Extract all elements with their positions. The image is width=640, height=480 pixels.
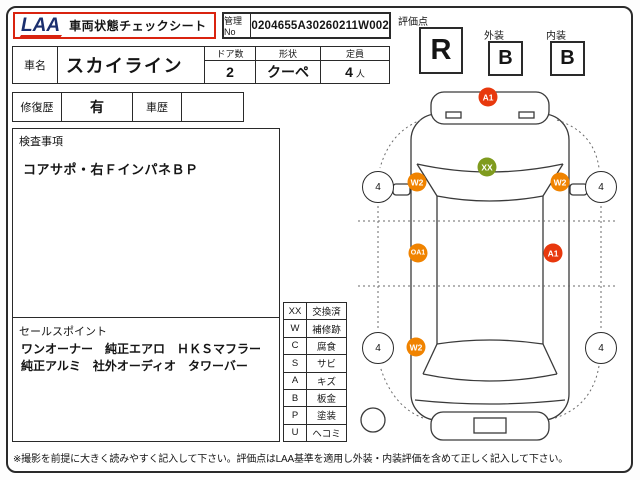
damage-marker-w2: W2 <box>406 337 426 357</box>
legend-code: B <box>284 389 307 407</box>
spare-circle <box>360 407 386 433</box>
wheel-circle: 4 <box>362 332 394 364</box>
legend-row: U ヘコミ <box>284 423 346 441</box>
wheel-circle: 4 <box>362 171 394 203</box>
legend-label: 塗装 <box>316 411 336 423</box>
history-value <box>182 93 243 121</box>
shape-label: 形状 <box>256 47 320 61</box>
windshield-top-line <box>436 195 544 202</box>
legend-label: 腐食 <box>316 341 336 353</box>
doors-cell: ドア数 2 <box>205 47 256 83</box>
damage-marker-a1: A1 <box>543 243 563 263</box>
legend-row: S サビ <box>284 354 346 372</box>
damage-marker-w2: W2 <box>407 172 427 192</box>
legend-row: A キズ <box>284 371 346 389</box>
shape-cell: 形状 クーペ <box>256 47 321 83</box>
score-label: 評価点 <box>398 17 428 28</box>
legend-code: W <box>284 320 307 337</box>
sales-points-text: ワンオーナー 純正エアロ ＨＫＳマフラー 純正アルミ 社外オーディオ タワーバー <box>21 342 274 374</box>
capacity-number: 4 <box>345 64 353 80</box>
legend-code: A <box>284 372 307 389</box>
legend-row: P 塗装 <box>284 406 346 424</box>
capacity-unit: 人 <box>355 69 365 79</box>
legend-row: XX 交換済 <box>284 303 346 320</box>
interior-grade: B <box>550 41 585 76</box>
legend-label: 補修跡 <box>312 324 341 336</box>
section-dashed-lines <box>358 119 618 419</box>
repair-value: 有 <box>62 93 133 121</box>
sales-points-label: セールスポイント <box>19 326 107 338</box>
manage-no-box: 管理No 0204655A30260211W002 <box>222 12 391 39</box>
legend-label: サビ <box>316 359 336 371</box>
legend-code: P <box>284 407 307 424</box>
legend-label: 板金 <box>316 394 336 406</box>
laa-logo: LAA <box>21 15 61 36</box>
manage-no-value: 0204655A30260211W002 <box>251 19 389 32</box>
doors-value: 2 <box>226 64 234 80</box>
legend-code: S <box>284 355 307 372</box>
legend-label: ヘコミ <box>312 428 341 440</box>
legend-code: U <box>284 424 307 441</box>
shape-value: クーペ <box>267 64 309 80</box>
score-value: R <box>419 27 463 74</box>
legend-row: W 補修跡 <box>284 319 346 337</box>
damage-marker-xx: XX <box>477 157 497 177</box>
legend-label: キズ <box>316 376 336 388</box>
footer-note: ※撮影を前提に大きく読みやすく記入して下さい。評価点はLAA基準を適用し外装・内… <box>13 454 569 465</box>
damage-marker-oa1: OA1 <box>408 243 428 263</box>
vehicle-name: スカイライン <box>58 47 205 83</box>
notes-box: 検査事項 コアサポ・右ＦインパネＢＰ セールスポイント ワンオーナー 純正エアロ… <box>12 128 280 442</box>
front-right-light <box>518 111 535 119</box>
legend-label: 交換済 <box>312 307 341 319</box>
capacity-cell: 定員 4 人 <box>321 47 389 83</box>
rear-window-top-line <box>436 339 544 345</box>
capacity-label: 定員 <box>321 47 389 61</box>
front-left-light <box>445 111 462 119</box>
capacity-value: 4 人 <box>321 61 389 83</box>
legend-code: XX <box>284 303 307 320</box>
legend-code: C <box>284 337 307 355</box>
repair-row: 修復歴 有 車歴 <box>12 92 244 122</box>
inspection-text: コアサポ・右ＦインパネＢＰ <box>23 162 199 177</box>
repair-label: 修復歴 <box>13 93 62 121</box>
wheel-circle: 4 <box>585 171 617 203</box>
sheet-title: 車両状態チェックシート <box>69 19 207 33</box>
vehicle-name-label: 車名 <box>13 47 58 83</box>
notes-divider <box>13 317 279 318</box>
trunk-line <box>414 399 566 405</box>
exterior-grade: B <box>488 41 523 76</box>
legend-row: B 板金 <box>284 388 346 407</box>
damage-marker-w2: W2 <box>550 172 570 192</box>
inspection-label: 検査事項 <box>19 136 63 148</box>
exterior-label: 外装 <box>484 31 504 42</box>
legend-row: C 腐食 <box>284 336 346 355</box>
legend-table: XX 交換済 W 補修跡 C 腐食 S サビ A キズ B 板金 P 塗装 U ヘコミ <box>283 302 347 442</box>
wheel-circle: 4 <box>585 332 617 364</box>
interior-label: 内装 <box>546 31 566 42</box>
rear-license-plate <box>473 417 507 434</box>
damage-marker-a1: A1 <box>478 87 498 107</box>
car-diagram-svg <box>358 91 618 441</box>
sheet-title-box: LAA 車両状態チェックシート <box>13 12 216 39</box>
vehicle-row: 車名 スカイライン ドア数 2 形状 クーペ 定員 4 人 <box>12 46 390 84</box>
manage-no-label: 管理No <box>224 14 252 37</box>
doors-label: ドア数 <box>205 47 255 61</box>
rear-window-base-line <box>422 373 558 382</box>
history-label: 車歴 <box>133 93 182 121</box>
